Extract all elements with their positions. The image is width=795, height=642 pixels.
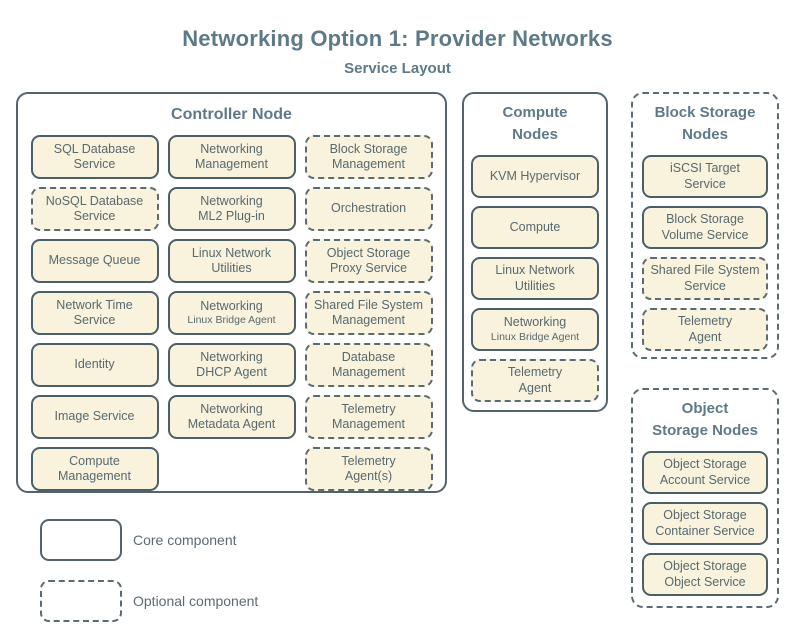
service-label: Compute (509, 219, 561, 234)
service-label: Orchestration (330, 201, 407, 216)
service-identity: Identity (30, 343, 159, 387)
service-sub-label: Linux Bridge Agent (187, 314, 276, 327)
service-kvm-hypervisor: KVM Hypervisor (471, 155, 599, 198)
optional-component-label: Optional component (133, 593, 259, 609)
legend-optional-row: Optional component (40, 580, 258, 622)
page-subtitle: Service Layout (344, 60, 451, 77)
service-label: KVM Hypervisor (489, 168, 581, 183)
optional-component-swatch (40, 580, 122, 622)
service-orchestration: Orchestration (304, 187, 433, 231)
legend-core-row: Core component (40, 519, 237, 561)
controller-node-title: Controller Node (171, 106, 292, 123)
service-message-queue: Message Queue (30, 239, 159, 283)
service-image-service: Image Service (30, 395, 159, 439)
service-label: Message Queue (48, 253, 141, 268)
service-label: Image Service (54, 409, 135, 424)
core-component-swatch (40, 519, 122, 561)
page-title: Networking Option 1: Provider Networks (182, 26, 613, 51)
service-sub-label: Linux Bridge Agent (490, 330, 580, 343)
core-component-label: Core component (133, 532, 237, 548)
service-label: Networking (200, 298, 263, 313)
service-label: Identity (74, 357, 115, 372)
service-label: Networking (503, 315, 567, 330)
service-compute: Compute (471, 206, 599, 249)
